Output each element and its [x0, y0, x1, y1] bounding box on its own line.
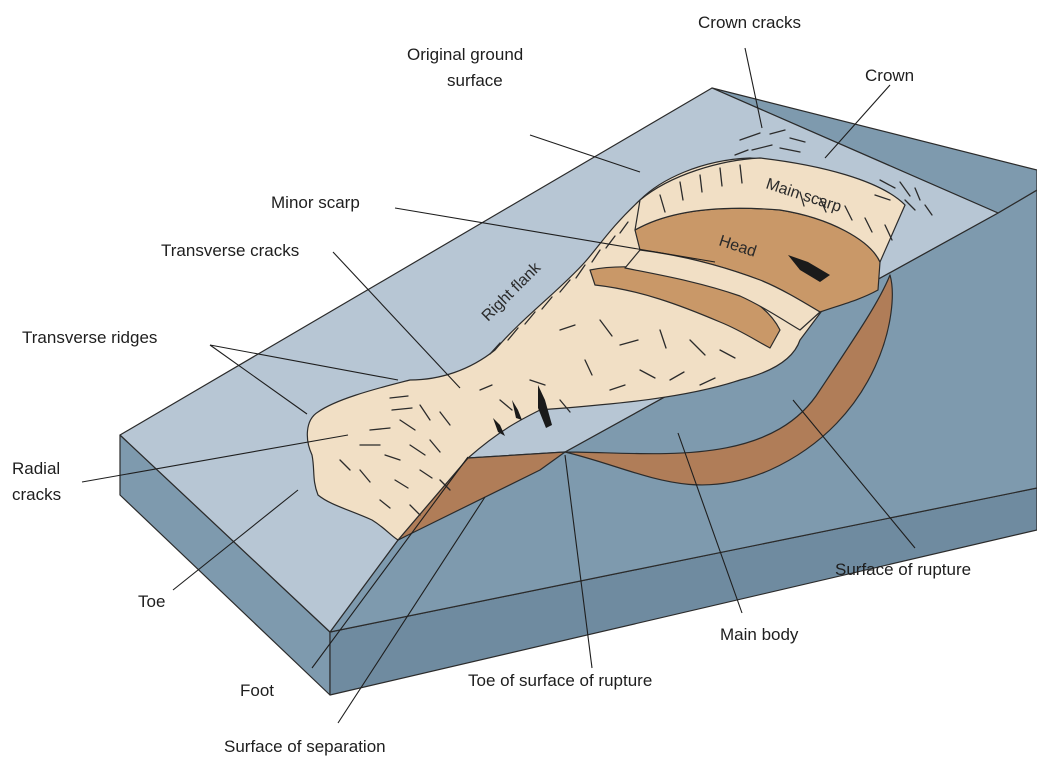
label-toe: Toe — [138, 592, 165, 611]
label-radial-cracks-1: Radial — [12, 459, 60, 478]
label-radial-cracks-2: cracks — [12, 485, 61, 504]
label-transverse-ridges: Transverse ridges — [22, 328, 157, 347]
label-minor-scarp: Minor scarp — [271, 193, 360, 212]
label-original-ground-1: Original ground — [407, 45, 523, 64]
label-main-body: Main body — [720, 625, 799, 644]
label-crown-cracks: Crown cracks — [698, 13, 801, 32]
label-original-ground-2: surface — [447, 71, 503, 90]
label-transverse-cracks: Transverse cracks — [161, 241, 299, 260]
label-surface-of-separation: Surface of separation — [224, 737, 386, 756]
label-toe-of-surface-of-rupture: Toe of surface of rupture — [468, 671, 652, 690]
label-surface-of-rupture: Surface of rupture — [835, 560, 971, 579]
label-foot: Foot — [240, 681, 274, 700]
label-crown: Crown — [865, 66, 914, 85]
